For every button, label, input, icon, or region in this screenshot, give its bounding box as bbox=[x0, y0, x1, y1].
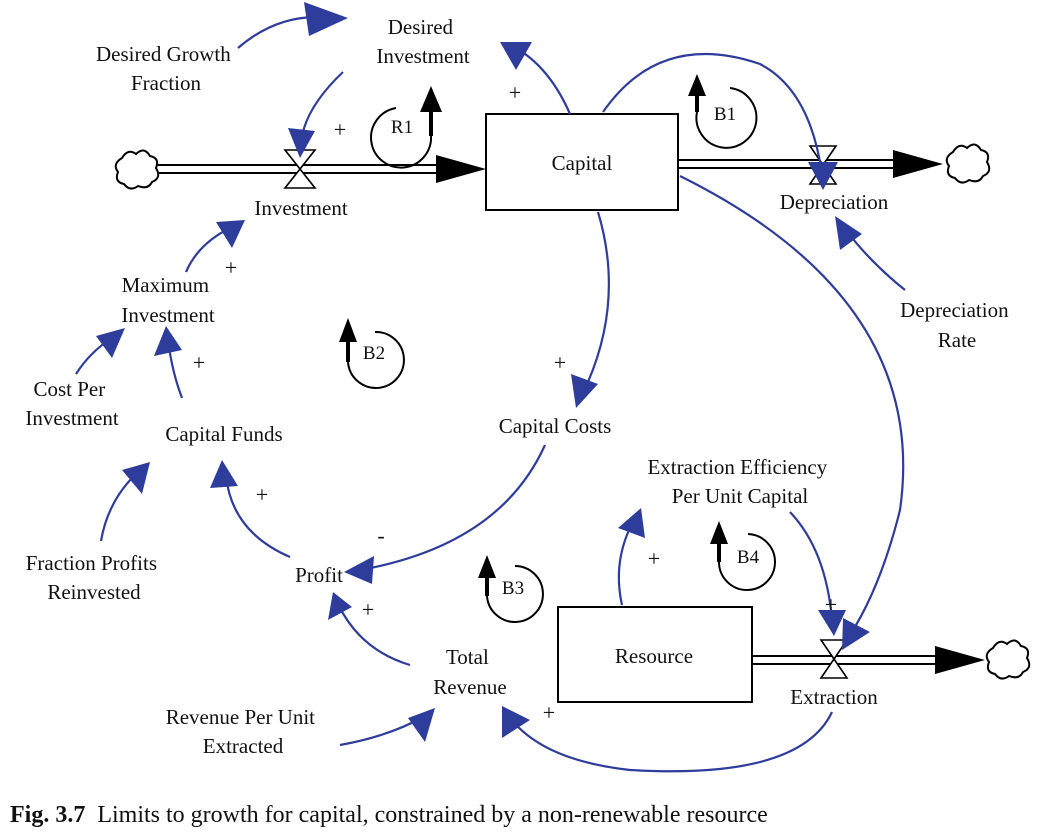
arrowhead bbox=[842, 618, 870, 650]
sign-funds-to-maxinv: + bbox=[193, 350, 205, 375]
arrowhead bbox=[618, 508, 645, 538]
loop-b1: B1 bbox=[688, 74, 758, 149]
link-capital-to-extraction bbox=[679, 175, 905, 639]
loop-label-b2: B2 bbox=[363, 343, 385, 364]
link-costs-to-profit bbox=[359, 444, 547, 572]
figure-number: Fig. 3.7 bbox=[10, 802, 86, 828]
capital-funds-label: Capital Funds bbox=[165, 422, 282, 446]
arrowhead bbox=[210, 460, 238, 488]
depreciation-flow-label: Depreciation bbox=[780, 190, 889, 214]
desired-growth-fraction-label: Desired Growth Fraction bbox=[96, 42, 236, 95]
arrowhead bbox=[288, 128, 315, 158]
arrowhead bbox=[216, 220, 245, 248]
link-efficiency-to-extraction bbox=[789, 511, 834, 621]
loop-r1: R1 bbox=[370, 86, 442, 169]
loop-label-b1: B1 bbox=[714, 104, 736, 125]
extraction-efficiency-label: Extraction Efficiency Per Unit Capital bbox=[647, 455, 832, 508]
depreciation-rate-label: Depreciation Rate bbox=[900, 298, 1014, 352]
arrowhead bbox=[835, 216, 862, 250]
link-arrowheads bbox=[96, 2, 870, 742]
arrowhead bbox=[818, 610, 846, 636]
loop-label-r1: R1 bbox=[391, 117, 413, 138]
investment-valve-icon[interactable] bbox=[283, 149, 317, 189]
arrowhead bbox=[344, 556, 374, 584]
resource-stock-label: Resource bbox=[615, 644, 693, 668]
link-capital-to-desired bbox=[515, 47, 572, 115]
arrowhead bbox=[408, 708, 435, 742]
investment-pipe bbox=[155, 155, 486, 183]
arrowhead bbox=[328, 592, 352, 620]
sign-extraction-to-revenue: + bbox=[543, 700, 555, 725]
extraction-flow-label: Extraction bbox=[790, 685, 878, 709]
sign-revenue-to-profit: + bbox=[362, 597, 374, 622]
sink-cloud-icon bbox=[945, 143, 991, 184]
resource-sink-cloud-icon bbox=[985, 639, 1031, 680]
desired-investment-label: Desired Investment bbox=[376, 15, 469, 68]
loop-label-b3: B3 bbox=[502, 578, 524, 599]
loop-b4: B4 bbox=[710, 521, 776, 591]
link-extraction-to-revenue bbox=[507, 711, 833, 773]
investment-flow-label: Investment bbox=[254, 196, 347, 220]
link-capital-to-costs bbox=[581, 211, 610, 396]
sign-efficiency-to-extraction: + bbox=[825, 592, 837, 617]
arrowhead bbox=[96, 328, 125, 358]
link-revenue-to-profit bbox=[337, 603, 411, 667]
resource-stock[interactable] bbox=[557, 606, 753, 703]
capital-stock[interactable] bbox=[485, 113, 679, 211]
sign-capital-to-costs: + bbox=[554, 350, 566, 375]
fraction-profits-reinvested-label: Fraction Profits Reinvested bbox=[26, 551, 163, 604]
sign-capital-to-desired: + bbox=[509, 80, 521, 105]
extraction-valve-icon[interactable] bbox=[819, 639, 849, 679]
arrowhead bbox=[304, 2, 348, 36]
arrowhead bbox=[808, 162, 838, 190]
total-revenue-label: Total Revenue bbox=[433, 645, 506, 699]
sign-maxinv-to-investment: + bbox=[225, 255, 237, 280]
cost-per-investment-label: Cost Per Investment bbox=[25, 377, 118, 430]
extraction-pipe bbox=[752, 646, 985, 674]
arrowhead bbox=[571, 374, 598, 408]
loop-b3: B3 bbox=[478, 555, 544, 623]
capital-costs-label: Capital Costs bbox=[499, 414, 612, 438]
arrowhead bbox=[500, 42, 532, 70]
link-capital-to-depreciation bbox=[602, 52, 824, 175]
caption-text: Limits to growth for capital, constraine… bbox=[97, 802, 768, 828]
loop-label-b4: B4 bbox=[737, 547, 760, 568]
sign-resource-to-efficiency: + bbox=[648, 546, 660, 571]
sign-profit-to-funds: + bbox=[256, 482, 268, 507]
arrowhead bbox=[502, 706, 530, 738]
link-profit-to-funds bbox=[224, 475, 291, 559]
depreciation-pipe bbox=[678, 150, 943, 178]
profit-label: Profit bbox=[295, 563, 343, 587]
revenue-per-unit-extracted-label: Revenue Per Unit Extracted bbox=[166, 705, 321, 758]
loop-b2: B2 bbox=[339, 318, 405, 389]
capital-stock-label: Capital bbox=[552, 151, 613, 175]
sign-costs-to-profit: - bbox=[377, 523, 384, 548]
sign-desired-to-investment: + bbox=[334, 117, 346, 142]
arrowhead bbox=[122, 462, 150, 494]
stock-flow-diagram: R1 B1 B2 B3 B4 Capital Resource Investme… bbox=[25, 2, 1031, 773]
figure-caption: Fig. 3.7 Limits to growth for capital, c… bbox=[10, 802, 1030, 829]
arrowhead bbox=[154, 326, 182, 356]
maximum-investment-label: Maximum Investment bbox=[121, 273, 214, 327]
source-cloud-icon bbox=[114, 149, 160, 190]
link-maxinv-to-investment bbox=[184, 227, 231, 273]
